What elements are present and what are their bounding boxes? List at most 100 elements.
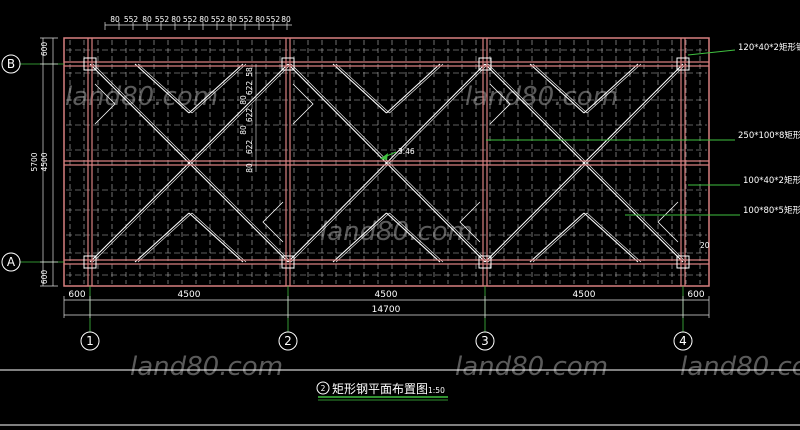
top-dim: 552 xyxy=(239,15,254,24)
top-dim: 552 xyxy=(266,15,281,24)
diagonal-member xyxy=(386,212,441,263)
member-label: 250*100*8矩形钢 xyxy=(738,130,800,141)
diagonal-member xyxy=(484,162,585,263)
column-plate xyxy=(83,57,97,71)
diagonal-member xyxy=(290,162,390,263)
diagonal-member xyxy=(583,162,684,263)
top-dim: 80 xyxy=(227,15,237,24)
member-label: 120*40*2矩形钢 xyxy=(738,42,800,53)
top-dim: 552 xyxy=(124,15,139,24)
left-dim-outer: 5700 xyxy=(30,152,39,171)
inner-vertical-dims: 58 622 80 622 80 622 80 xyxy=(239,67,254,173)
corner-brace xyxy=(262,201,284,243)
diagonal-member xyxy=(335,63,390,114)
corner-brace xyxy=(459,201,481,243)
diagonal-member xyxy=(191,162,292,263)
drawing-title: 2 矩形钢平面布置图 1:50 xyxy=(316,381,448,401)
column-plate xyxy=(676,255,690,269)
diagonal-member xyxy=(134,212,190,263)
bottom-dim: 600 xyxy=(687,290,704,300)
column-plate xyxy=(478,255,492,269)
grid-label-3: 3 xyxy=(481,334,489,348)
grid-label-2: 2 xyxy=(284,334,292,348)
diagonal-member xyxy=(389,162,489,263)
grid-bubble-b xyxy=(1,54,21,74)
outer-beam xyxy=(63,37,710,287)
diagonal-member xyxy=(188,63,289,164)
grid-bubble-4 xyxy=(673,331,693,351)
diagonal-member xyxy=(188,212,244,263)
diagonal-member xyxy=(191,63,292,164)
column-plate xyxy=(83,255,97,269)
diagonal-member xyxy=(191,63,247,114)
diagonal-member xyxy=(586,212,642,263)
top-dim: 552 xyxy=(183,15,198,24)
top-dim: 80 xyxy=(110,15,120,24)
watermark: land80.com xyxy=(455,352,608,382)
inner-dim: 80 xyxy=(239,95,248,105)
total-dim: 14700 xyxy=(372,305,401,315)
bottom-dim: 600 xyxy=(68,290,85,300)
member-labels: 120*40*2矩形钢 250*100*8矩形钢 100*40*2矩形钢 100… xyxy=(738,42,800,216)
inner-dim: 80 xyxy=(245,163,254,173)
diagonal-member xyxy=(332,212,387,263)
title-number: 2 xyxy=(321,384,326,393)
diagonal-member xyxy=(137,212,193,263)
diagonal-member xyxy=(134,63,190,114)
grid-label-b: B xyxy=(7,57,15,71)
bottom-dim: 4500 xyxy=(375,290,398,300)
corner-brace xyxy=(489,83,511,125)
watermark: land80.com xyxy=(65,82,218,112)
bottom-dimension-texts: 600 4500 4500 4500 600 14700 xyxy=(68,290,704,315)
top-dim: 552 xyxy=(211,15,226,24)
grid-bubble-a xyxy=(1,252,21,272)
leader-line xyxy=(687,49,736,56)
top-dim: 80 xyxy=(255,15,265,24)
slope-label: 3.46 xyxy=(398,147,415,156)
grid-label-a: A xyxy=(7,255,16,269)
diagonal-member xyxy=(586,63,687,164)
watermark: land80.com xyxy=(130,352,283,382)
top-dim: 552 xyxy=(155,15,170,24)
grid-label-1: 1 xyxy=(86,334,94,348)
diagonal-member xyxy=(386,162,486,263)
diagonal-member xyxy=(529,63,585,114)
member-label: 100*40*2矩形钢 xyxy=(743,175,800,186)
top-dim: 80 xyxy=(281,15,291,24)
diagonal-member xyxy=(188,63,244,114)
diagonal-member xyxy=(92,63,193,164)
grid-axes: B A 1 2 3 4 xyxy=(1,54,693,351)
diagonal-member xyxy=(191,212,247,263)
left-dim-top-edge: 600 xyxy=(40,42,49,57)
column-plate xyxy=(478,57,492,71)
diagonal-member xyxy=(386,63,441,114)
diagonal-member xyxy=(290,63,390,164)
diagonal-member xyxy=(389,63,489,164)
corner-brace xyxy=(292,83,314,125)
slope-arrowhead xyxy=(380,153,388,160)
title-number-circle xyxy=(316,381,330,395)
left-dimension-texts: 600 5700 4500 600 xyxy=(30,42,49,285)
diagonal-member xyxy=(386,63,486,164)
grid-bubble-2 xyxy=(278,331,298,351)
diagonal-member xyxy=(89,63,190,164)
title-text: 矩形钢平面布置图 xyxy=(332,382,428,396)
watermarks: land80.com land80.com land80.com land80.… xyxy=(65,82,800,382)
side-value: 20 xyxy=(700,241,710,250)
watermark: land80.com xyxy=(680,352,800,382)
secondary-members xyxy=(66,40,707,284)
diagonal-member xyxy=(583,212,639,263)
corner-brace xyxy=(657,201,679,243)
diagonal-member xyxy=(389,63,444,114)
top-dim: 80 xyxy=(171,15,181,24)
inner-dim: 80 xyxy=(239,125,248,135)
inner-dim: 622 xyxy=(245,108,254,123)
diagonal-member xyxy=(532,212,588,263)
grid-bubble-3 xyxy=(475,331,495,351)
corner-brace xyxy=(94,83,116,125)
diagonal-member xyxy=(529,212,585,263)
watermark: land80.com xyxy=(465,82,618,112)
member-label: 100*80*5矩形钢 xyxy=(743,205,800,216)
inner-dim: 58 xyxy=(245,67,254,77)
